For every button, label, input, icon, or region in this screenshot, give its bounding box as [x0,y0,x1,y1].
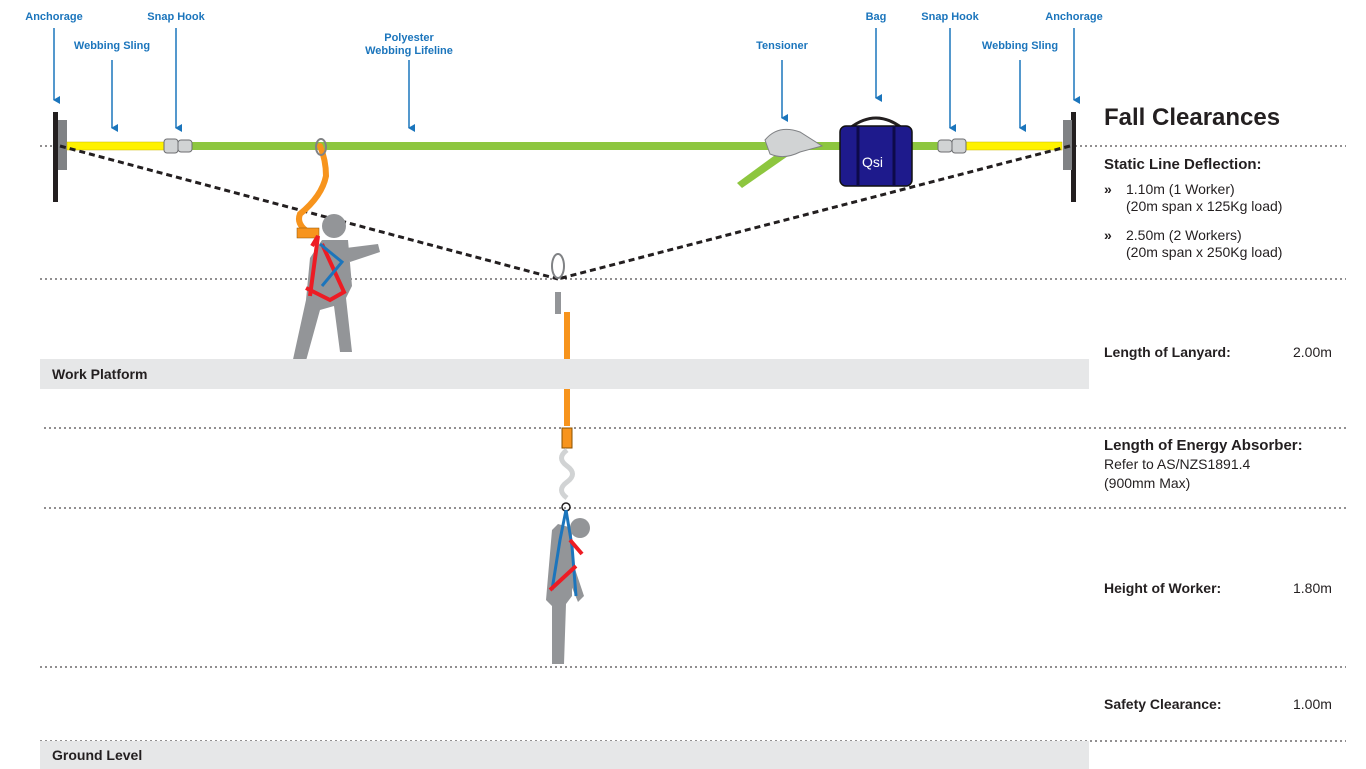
work-platform-label: Work Platform [52,366,148,382]
bag: Qsi [839,116,913,187]
snap-hook-left [163,138,193,154]
webbing-sling-right [961,141,1063,151]
bullet-marker: » [1104,227,1112,243]
safety-label: Safety Clearance: [1104,696,1222,712]
label-snap-hook-left: Snap Hook [147,11,205,23]
label-anchorage-right: Anchorage [1045,11,1103,23]
safety-row: Safety Clearance: 1.00m [1104,696,1344,712]
panel-title: Fall Clearances [1104,104,1281,131]
static-line-item-1: » 1.10m (1 Worker) (20m span x 125Kg load… [1104,181,1282,215]
ground-level [40,741,1089,769]
worker-height-value: 1.80m [1293,580,1332,596]
label-lifeline-line2: Webbing Lifeline [365,45,453,57]
label-bag: Bag [865,11,887,23]
label-lifeline: Polyester Webbing Lifeline [365,32,453,58]
worker-on-platform [292,138,380,368]
lifeline [190,142,940,150]
absorber-line2: (900mm Max) [1104,475,1191,491]
safety-value: 1.00m [1293,696,1332,712]
lanyard-row: Length of Lanyard: 2.00m [1104,344,1344,360]
lanyard-value: 2.00m [1293,344,1332,360]
reference-lines [40,145,1346,742]
static-line-value-2: 2.50m (2 Workers) [1126,227,1242,243]
work-platform [40,359,1089,389]
snap-hook-right [937,138,967,154]
anchorage-left [53,112,67,202]
worker-suspended [546,509,590,664]
bullet-marker: » [1104,181,1112,197]
label-lifeline-line1: Polyester [384,32,434,44]
anchorage-right [1063,112,1076,202]
tensioner [737,128,824,188]
lanyard-label: Length of Lanyard: [1104,344,1231,360]
label-webbing-sling-right: Webbing Sling [981,40,1059,52]
static-line-detail-1: (20m span x 125Kg load) [1126,198,1283,214]
ground-level-label: Ground Level [52,747,143,763]
absorber-row: Length of Energy Absorber: Refer to AS/N… [1104,436,1303,493]
webbing-sling-left [66,141,168,151]
static-line-detail-2: (20m span x 250Kg load) [1126,244,1283,260]
static-line-item-2: » 2.50m (2 Workers) (20m span x 250Kg loa… [1104,227,1282,261]
energy-absorber [561,427,573,449]
worker-height-label: Height of Worker: [1104,580,1222,596]
label-webbing-sling-left: Webbing Sling [73,40,151,52]
bag-logo: Qsi [862,154,883,170]
static-line-label: Static Line Deflection: [1104,156,1262,173]
callout-arrows [53,28,1080,132]
worker-height-row: Height of Worker: 1.80m [1104,580,1344,596]
absorber-line1: Refer to AS/NZS1891.4 [1104,456,1251,472]
label-snap-hook-right: Snap Hook [921,11,979,23]
label-anchorage-left: Anchorage [25,11,83,23]
deflection-lines [59,144,1071,281]
absorber-label: Length of Energy Absorber: [1104,437,1303,454]
label-tensioner: Tensioner [756,40,808,52]
static-line-value-1: 1.10m (1 Worker) [1126,181,1235,197]
